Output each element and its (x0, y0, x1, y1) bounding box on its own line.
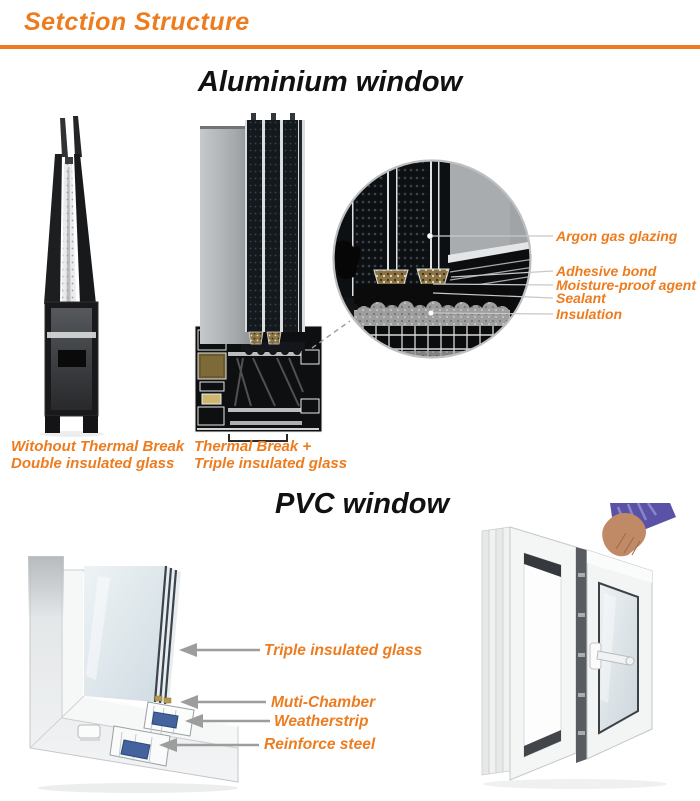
label-insulation: Insulation (556, 306, 623, 322)
pvc-window-photo-image (440, 503, 695, 795)
header-divider-rule (0, 45, 700, 49)
label-argon-gas-glazing: Argon gas glazing (556, 228, 678, 244)
pvc-section-title: PVC window (275, 488, 449, 520)
caption-line: Witohout Thermal Break (11, 438, 185, 455)
glazing-detail-magnifier-image (330, 158, 534, 362)
label-triple-insulated-glass: Triple insulated glass (264, 642, 423, 659)
pvc-corner-section-image (18, 550, 246, 795)
label-adhesive-bond: Adhesive bond (556, 263, 657, 279)
label-sealant: Sealant (556, 290, 606, 306)
aluminium-section-title: Aluminium window (197, 66, 463, 98)
caption-without-thermal-break: Witohout Thermal Break Double insulated … (11, 438, 185, 472)
magnifier-rim (332, 159, 532, 359)
aluminium-section-thermal-break-image (193, 112, 325, 444)
caption-thermal-break: Thermal Break + Triple insulated glass (194, 438, 348, 472)
aluminium-section-no-thermal-break-image (20, 112, 150, 437)
caption-line: Double insulated glass (11, 454, 175, 472)
caption-line: Thermal Break + (194, 438, 312, 455)
label-moisture-proof-agent: Moisture-proof agent (556, 277, 696, 293)
label-reinforce-steel: Reinforce steel (264, 736, 376, 753)
label-weatherstrip: Weatherstrip (274, 713, 369, 730)
page-title: Setction Structure (24, 8, 250, 36)
caption-line: Triple insulated glass (194, 454, 348, 472)
label-muti-chamber: Muti-Chamber (271, 694, 376, 711)
